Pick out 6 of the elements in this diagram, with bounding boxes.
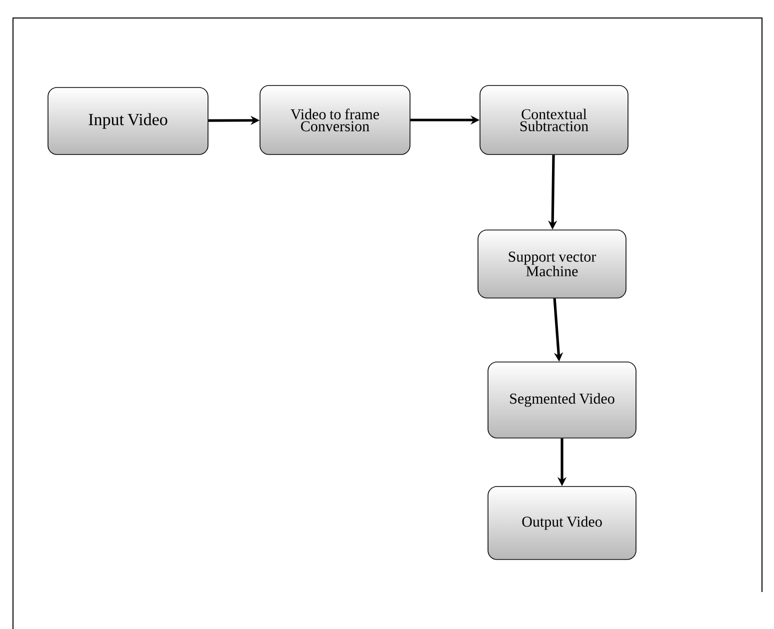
process-box: Output Video bbox=[488, 486, 636, 560]
process-box: Contextual Subtraction bbox=[480, 85, 628, 155]
process-box: Support vector Machine bbox=[478, 230, 626, 298]
process-box: Input Video bbox=[48, 87, 208, 155]
process-box: Video to frame Conversion bbox=[260, 85, 410, 155]
process-box: Segmented Video bbox=[488, 362, 636, 438]
